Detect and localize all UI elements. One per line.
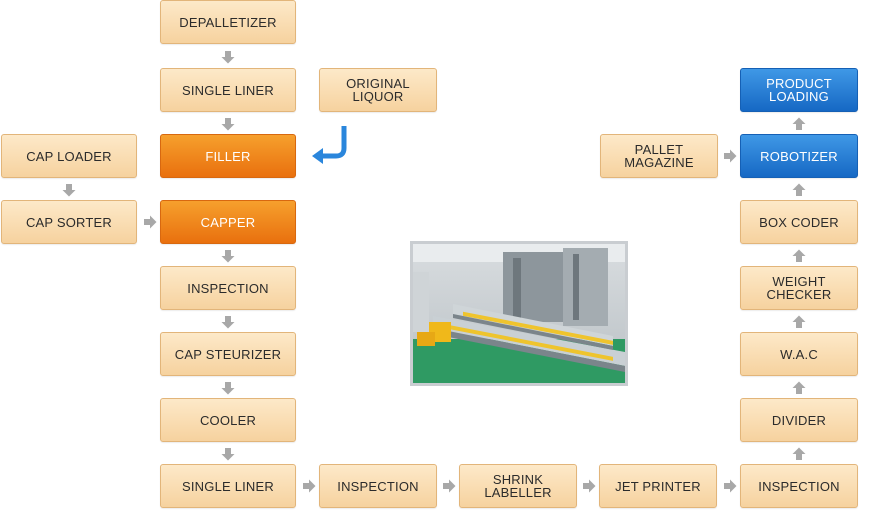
node-robotizer: ROBOTIZER [740, 134, 858, 178]
node-single-liner-top: SINGLE LINER [160, 68, 296, 112]
arrow-right-icon [724, 479, 737, 493]
node-divider: DIVIDER [740, 398, 858, 442]
arrow-down-icon [221, 118, 235, 131]
node-inspection-right: INSPECTION [740, 464, 858, 508]
arrow-down-icon [221, 448, 235, 461]
arrow-right-icon [303, 479, 316, 493]
arrow-down-icon [221, 250, 235, 263]
arrow-up-icon [792, 117, 806, 130]
node-depalletizer: DEPALLETIZER [160, 0, 296, 44]
arrow-up-icon [792, 381, 806, 394]
node-cap-sorter: CAP SORTER [1, 200, 137, 244]
node-jet-printer: JET PRINTER [599, 464, 717, 508]
node-cooler: COOLER [160, 398, 296, 442]
arrow-up-icon [792, 315, 806, 328]
node-wac: W.A.C [740, 332, 858, 376]
liquor-feed-arrow-icon [312, 126, 347, 164]
arrow-up-icon [792, 249, 806, 262]
node-cap-loader: CAP LOADER [1, 134, 137, 178]
arrow-right-icon [144, 215, 157, 229]
node-inspection-bottom: INSPECTION [319, 464, 437, 508]
node-filler: FILLER [160, 134, 296, 178]
arrow-right-icon [443, 479, 456, 493]
node-capper: CAPPER [160, 200, 296, 244]
node-inspection-left: INSPECTION [160, 266, 296, 310]
bottling-line-photo [410, 241, 628, 386]
arrow-down-icon [221, 382, 235, 395]
arrow-down-icon [221, 316, 235, 329]
node-cap-steurizer: CAP STEURIZER [160, 332, 296, 376]
arrow-up-icon [792, 183, 806, 196]
arrow-right-icon [583, 479, 596, 493]
arrow-down-icon [62, 184, 76, 197]
node-box-coder: BOX CODER [740, 200, 858, 244]
node-single-liner-bottom: SINGLE LINER [160, 464, 296, 508]
arrow-down-icon [221, 51, 235, 64]
arrow-up-icon [792, 447, 806, 460]
arrow-right-icon [724, 149, 737, 163]
